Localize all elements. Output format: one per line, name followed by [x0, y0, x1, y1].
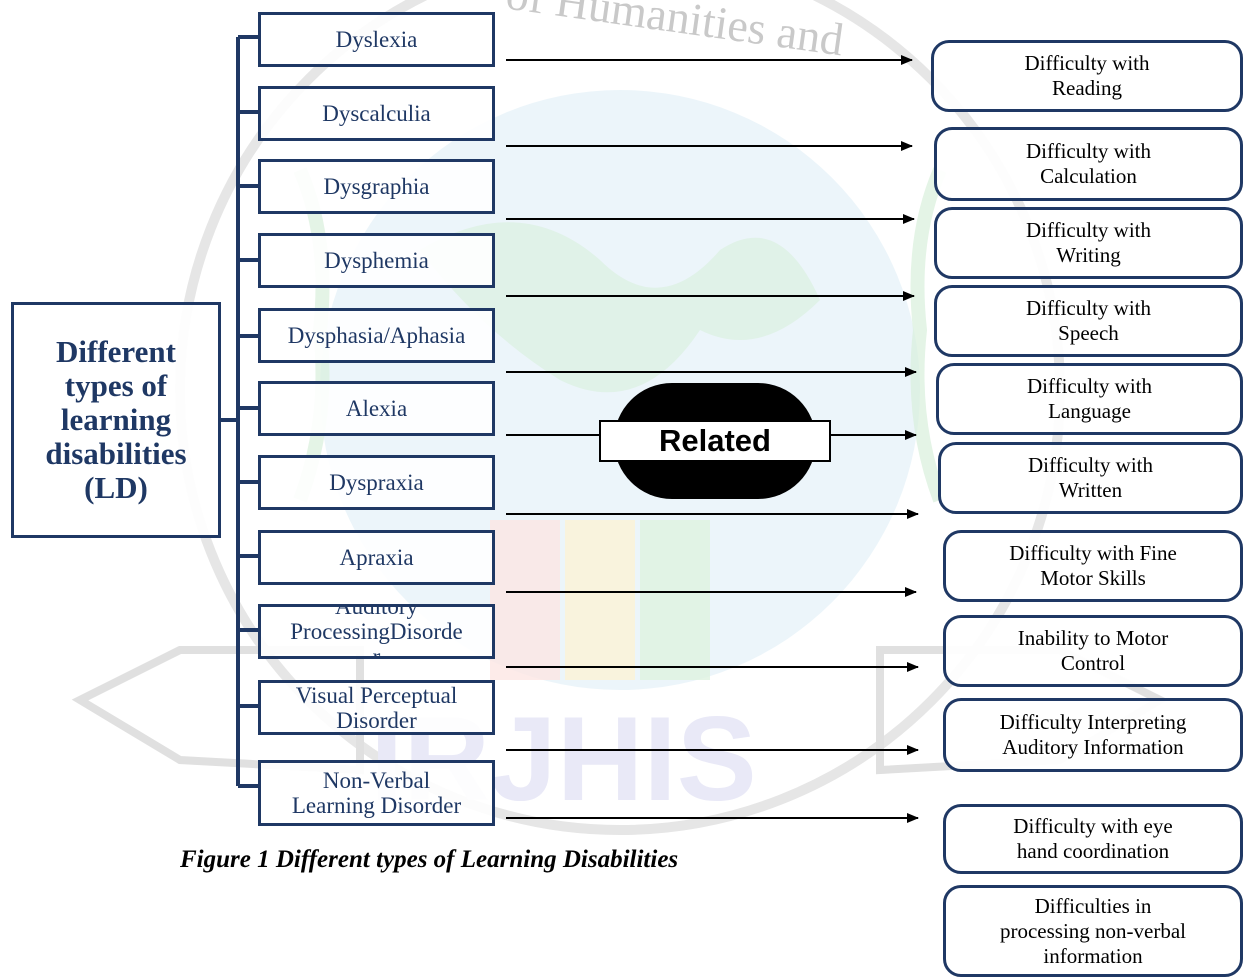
difficulty-label: Difficulty with Calculation	[1025, 139, 1151, 188]
type-label: Dysgraphia	[323, 174, 430, 199]
type-box-apraxia: Apraxia	[258, 530, 495, 585]
figure-caption: Figure 1 Different types of Learning Dis…	[180, 846, 840, 874]
main-category-label: Different types of learning disabilities…	[45, 334, 187, 505]
related-connector: Related	[599, 383, 831, 499]
type-box-dysphemia: Dysphemia	[258, 233, 495, 288]
related-label-box: Related	[599, 420, 831, 462]
figure-caption-text: Figure 1 Different types of Learning Dis…	[180, 846, 679, 873]
type-label: Dyslexia	[335, 27, 418, 52]
type-label: Dyspraxia	[329, 470, 424, 495]
type-label: Apraxia	[339, 545, 414, 570]
type-box-dyslexia: Dyslexia	[258, 12, 495, 67]
type-box-dysgraphia: Dysgraphia	[258, 159, 495, 214]
type-label: Dysphasia/Aphasia	[287, 323, 466, 348]
type-box-dysphasia-aphasia: Dysphasia/Aphasia	[258, 308, 495, 363]
type-box-dyscalculia: Dyscalculia	[258, 86, 495, 141]
difficulty-label: Difficulty with Reading	[1024, 51, 1150, 100]
relation-arrows	[506, 55, 919, 823]
difficulty-label: Difficulty Interpreting Auditory Informa…	[999, 710, 1187, 759]
type-label: Auditory ProcessingDisorde r	[290, 604, 463, 659]
difficulty-box-eye-hand: Difficulty with eye hand coordination	[943, 804, 1243, 874]
difficulty-box-written: Difficulty with Written	[938, 442, 1243, 514]
difficulty-box-speech: Difficulty with Speech	[934, 285, 1243, 357]
difficulty-box-language: Difficulty with Language	[936, 363, 1243, 435]
difficulty-label: Inability to Motor Control	[1017, 626, 1169, 675]
difficulty-box-calculation: Difficulty with Calculation	[934, 127, 1243, 201]
type-box-alexia: Alexia	[258, 381, 495, 436]
type-label: Dysphemia	[324, 248, 429, 273]
type-label: Dyscalculia	[322, 101, 431, 126]
type-label: Alexia	[345, 396, 408, 421]
difficulty-box-reading: Difficulty with Reading	[931, 40, 1243, 112]
type-box-non-verbal: Non-Verbal Learning Disorder	[258, 760, 495, 826]
difficulty-box-fine-motor: Difficulty with Fine Motor Skills	[943, 530, 1243, 602]
difficulty-label: Difficulty with Speech	[1025, 296, 1151, 345]
difficulty-box-auditory-info: Difficulty Interpreting Auditory Informa…	[943, 698, 1243, 772]
difficulty-label: Difficulties in processing non-verbal in…	[999, 893, 1187, 968]
type-box-auditory-processing: Auditory ProcessingDisorde r	[258, 604, 495, 659]
difficulty-label: Difficulty with eye hand coordination	[1013, 814, 1173, 863]
main-category-box: Different types of learning disabilities…	[11, 302, 221, 538]
type-label: Non-Verbal Learning Disorder	[291, 768, 462, 818]
type-box-dyspraxia: Dyspraxia	[258, 455, 495, 510]
bracket-lines	[221, 35, 258, 788]
difficulty-box-non-verbal-info: Difficulties in processing non-verbal in…	[943, 885, 1243, 977]
difficulty-label: Difficulty with Fine Motor Skills	[1009, 541, 1177, 590]
difficulty-box-motor-control: Inability to Motor Control	[943, 615, 1243, 687]
difficulty-label: Difficulty with Language	[1026, 374, 1152, 423]
type-box-visual-perceptual: Visual Perceptual Disorder	[258, 680, 495, 735]
related-label: Related	[659, 423, 771, 458]
difficulty-box-writing: Difficulty with Writing	[934, 207, 1243, 279]
difficulty-label: Difficulty with Written	[1027, 453, 1153, 502]
difficulty-label: Difficulty with Writing	[1025, 218, 1151, 267]
type-label: Visual Perceptual Disorder	[295, 682, 458, 733]
